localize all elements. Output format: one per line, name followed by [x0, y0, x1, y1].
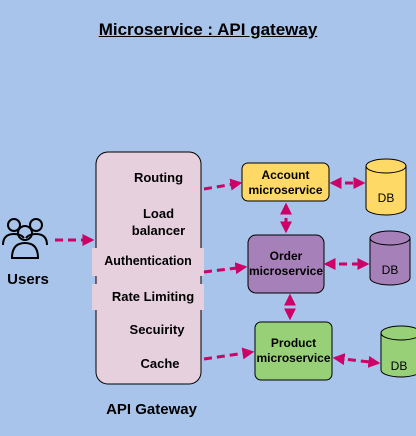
- gateway-to-product-arrow: [203, 347, 255, 361]
- account-db-cylinder: [365, 158, 407, 216]
- product-service-box: [254, 321, 333, 381]
- order-db-cylinder: [369, 230, 411, 286]
- product-db-cylinder: [380, 325, 416, 378]
- gateway-ratelimit-strip: [92, 284, 204, 310]
- product-service-label: Product microservice: [256, 336, 331, 365]
- gateway-item-routing: Routing: [133, 170, 184, 185]
- gateway-to-order-arrow: [203, 262, 248, 275]
- product-db-link-arrow: [332, 353, 381, 368]
- gateway-item-load-balancer: Load balancer: [131, 206, 186, 238]
- gateway-item-authentication: Authentication: [104, 254, 192, 268]
- gateway-item-rate-limiting: Rate Limiting: [111, 289, 195, 304]
- gateway-label: API Gateway: [106, 401, 197, 418]
- users-icon: [2, 218, 48, 259]
- gateway-to-account-arrow: [203, 178, 243, 191]
- account-db-label: DB: [377, 191, 395, 205]
- users-label: Users: [7, 271, 49, 288]
- order-service-label: Order microservice: [248, 249, 324, 278]
- diagram-title: Microservice : API gateway: [98, 20, 318, 39]
- gateway-item-cache: Cache: [140, 356, 180, 371]
- gateway-auth-strip: [92, 248, 204, 276]
- product-db-label: DB: [390, 359, 408, 373]
- account-service-label: Account microservice: [248, 168, 323, 197]
- order-db-label: DB: [381, 263, 399, 277]
- gateway-item-security: Secuirity: [129, 322, 185, 337]
